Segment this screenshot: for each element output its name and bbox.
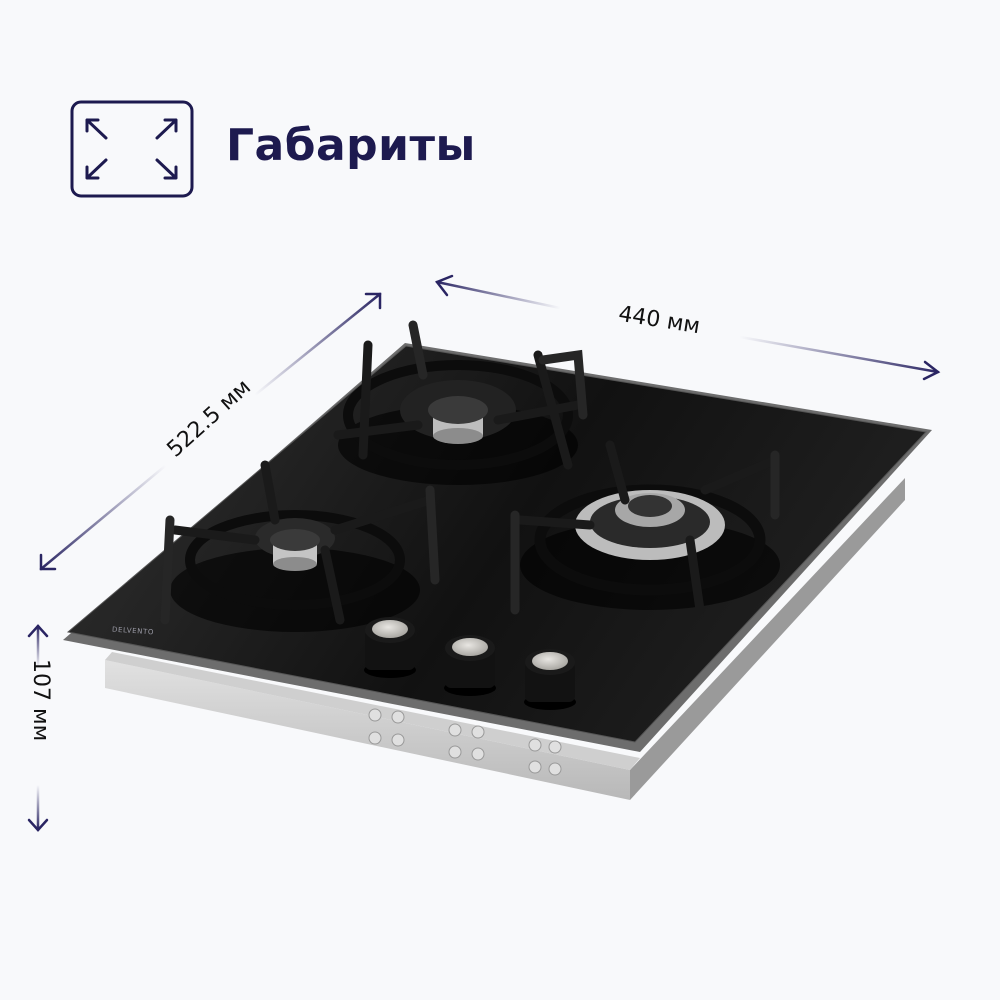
casing-screws [368, 708, 562, 776]
glass-top [63, 343, 932, 752]
height-dimension-arrow [27, 624, 49, 832]
page-title: Габариты [226, 120, 476, 171]
control-knob-1 [364, 617, 416, 678]
control-knob-2 [444, 635, 496, 696]
expand-arrows-icon [70, 100, 194, 198]
burner-rear [333, 320, 588, 485]
width-dimension-arrow [435, 274, 941, 381]
burner-right-wok [510, 440, 780, 615]
height-dimension-label: 107 мм [28, 659, 53, 742]
depth-dimension-arrow [39, 292, 382, 571]
control-knob-3 [524, 649, 576, 710]
burner-left [160, 460, 440, 632]
